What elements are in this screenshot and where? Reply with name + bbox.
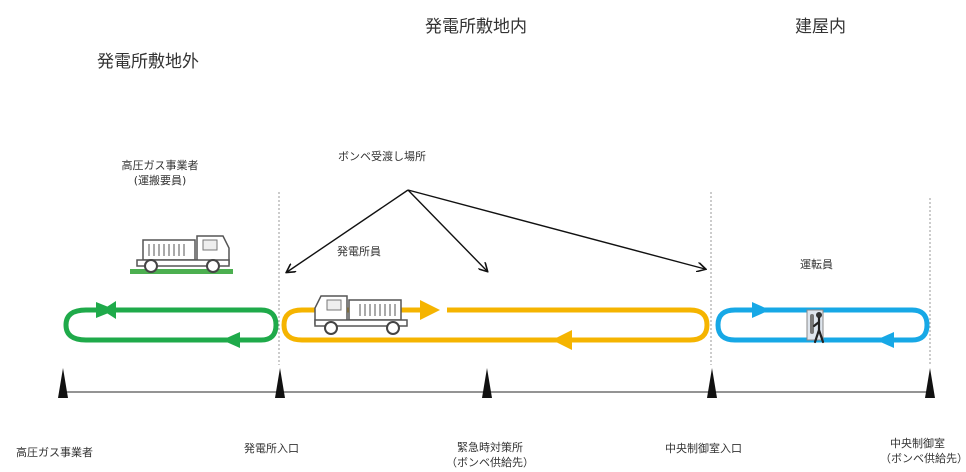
handover-arrow-entrance: [287, 189, 409, 272]
station-label-1: 高圧ガス事業者: [16, 446, 93, 459]
zone-label-inside: 発電所敷地内: [425, 17, 527, 37]
worker-icon: [806, 309, 825, 344]
station-3-name: 緊急時対策所: [457, 441, 523, 454]
station-marker-1: [58, 368, 68, 398]
station-5-note: （ボンベ供給先）: [880, 452, 966, 465]
handover-place-label: ボンベ受渡し場所: [338, 150, 426, 163]
handover-arrows: [287, 189, 705, 272]
station-label-4: 中央制御室入口: [665, 442, 742, 455]
zone-label-outside: 発電所敷地外: [97, 52, 199, 72]
truck-icon: [130, 235, 233, 274]
timeline: [58, 368, 935, 398]
station-marker-5: [925, 368, 935, 398]
station-marker-4: [707, 368, 717, 398]
zone-label-building: 建屋内: [795, 17, 846, 37]
operator-label: 運転員: [800, 258, 833, 271]
station-label-2: 発電所入口: [244, 442, 299, 455]
station-5-name: 中央制御室: [890, 437, 945, 450]
green-loop: [63, 301, 279, 348]
plant-staff-label: 発電所員: [337, 245, 381, 258]
station-marker-3: [482, 368, 492, 398]
ground-strip: [130, 269, 233, 274]
station-3-note: （ボンベ供給先）: [446, 456, 534, 469]
handover-arrow-eoc: [407, 189, 487, 271]
blue-loop: [715, 302, 930, 348]
station-label-5: 中央制御室 （ボンベ供給先）: [866, 436, 966, 466]
station-label-3: 緊急時対策所 （ボンベ供給先）: [430, 440, 550, 470]
gas-supplier-role: (運搬要員): [133, 174, 187, 187]
truck-icon: [314, 295, 408, 335]
gas-supplier-label: 高圧ガス事業者 (運搬要員): [110, 158, 210, 188]
handover-arrow-ccr: [407, 189, 705, 269]
gas-supplier-name: 高圧ガス事業者: [121, 159, 199, 172]
zone-dividers: [278, 192, 931, 365]
station-marker-2: [275, 368, 285, 398]
